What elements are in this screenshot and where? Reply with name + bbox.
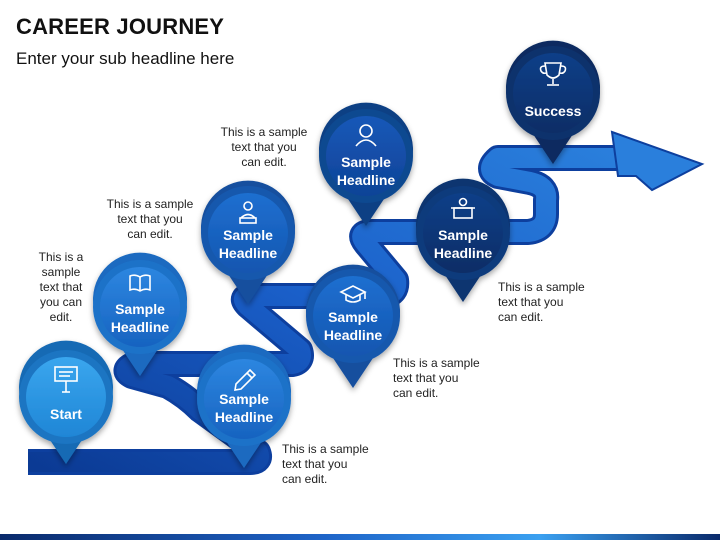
graduation-cap-icon (339, 285, 367, 303)
pin-2-label-line1: Sample (115, 301, 165, 317)
pin-5-label-line1: Sample (328, 309, 378, 325)
pin-start (19, 340, 114, 464)
signboard-icon (54, 366, 78, 393)
pin-2-label-line2: Headline (111, 319, 170, 335)
pin-start-label: Start (50, 406, 82, 422)
trophy-icon (539, 62, 567, 86)
pin-5 (306, 264, 400, 388)
note-1-line: This is a (38, 250, 84, 264)
page-subtitle: Enter your sub headline here (16, 49, 235, 68)
pin-5-label-line2: Headline (324, 327, 383, 343)
user-icon (355, 124, 377, 147)
note-5-line: This is a sample (393, 356, 480, 370)
note-3-line: can edit. (241, 155, 287, 169)
pin-4 (201, 180, 295, 304)
note-3-line: This is a sample (220, 125, 308, 139)
note-5: This is a sample text that you can edit. (393, 356, 493, 401)
note-5-line: can edit. (393, 386, 439, 400)
note-1-line: sample (41, 265, 81, 279)
note-3: This is a sample text that you can edit. (214, 125, 314, 170)
book-icon (129, 274, 151, 292)
pin-2 (92, 252, 187, 376)
note-4-line: text that you (498, 295, 564, 309)
pin-6 (319, 102, 413, 226)
page-title: CAREER JOURNEY (16, 14, 225, 39)
note-1-line: you can (39, 295, 83, 309)
note-6: This is a sample text that you can edit. (282, 442, 382, 487)
podium-icon (451, 197, 475, 219)
note-1-line: text that (39, 280, 83, 294)
pin-7-label-line1: Sample (438, 227, 488, 243)
note-4-line: This is a sample (498, 280, 585, 294)
note-4: This is a sample text that you can edit. (498, 280, 598, 325)
bottom-accent-bar (0, 534, 720, 540)
note-3-line: text that you (231, 140, 297, 154)
note-2-line: can edit. (127, 227, 173, 241)
road-arrowhead (610, 130, 705, 192)
note-6-line: text that you (282, 457, 348, 471)
pin-3 (197, 344, 291, 468)
pin-3-label-line1: Sample (219, 391, 269, 407)
note-6-line: can edit. (282, 472, 328, 486)
presenter-icon (239, 201, 257, 224)
pin-success (505, 40, 600, 164)
note-2: This is a sample text that you can edit. (100, 197, 200, 242)
note-2-line: This is a sample (106, 197, 194, 211)
note-1: This is a sample text that you can edit. (30, 250, 92, 325)
pin-4-label-line1: Sample (223, 227, 273, 243)
pin-7 (416, 178, 510, 302)
pin-4-label-line2: Headline (219, 245, 278, 261)
note-6-line: This is a sample (282, 442, 369, 456)
note-4-line: can edit. (498, 310, 544, 324)
pin-6-label-line2: Headline (337, 172, 396, 188)
note-5-line: text that you (393, 371, 459, 385)
pin-success-label: Success (525, 103, 582, 119)
note-1-line: edit. (49, 310, 73, 324)
note-2-line: text that you (117, 212, 183, 226)
pin-7-label-line2: Headline (434, 245, 493, 261)
pencil-icon (234, 368, 257, 391)
pin-3-label-line2: Headline (215, 409, 274, 425)
pin-6-label-line1: Sample (341, 154, 391, 170)
